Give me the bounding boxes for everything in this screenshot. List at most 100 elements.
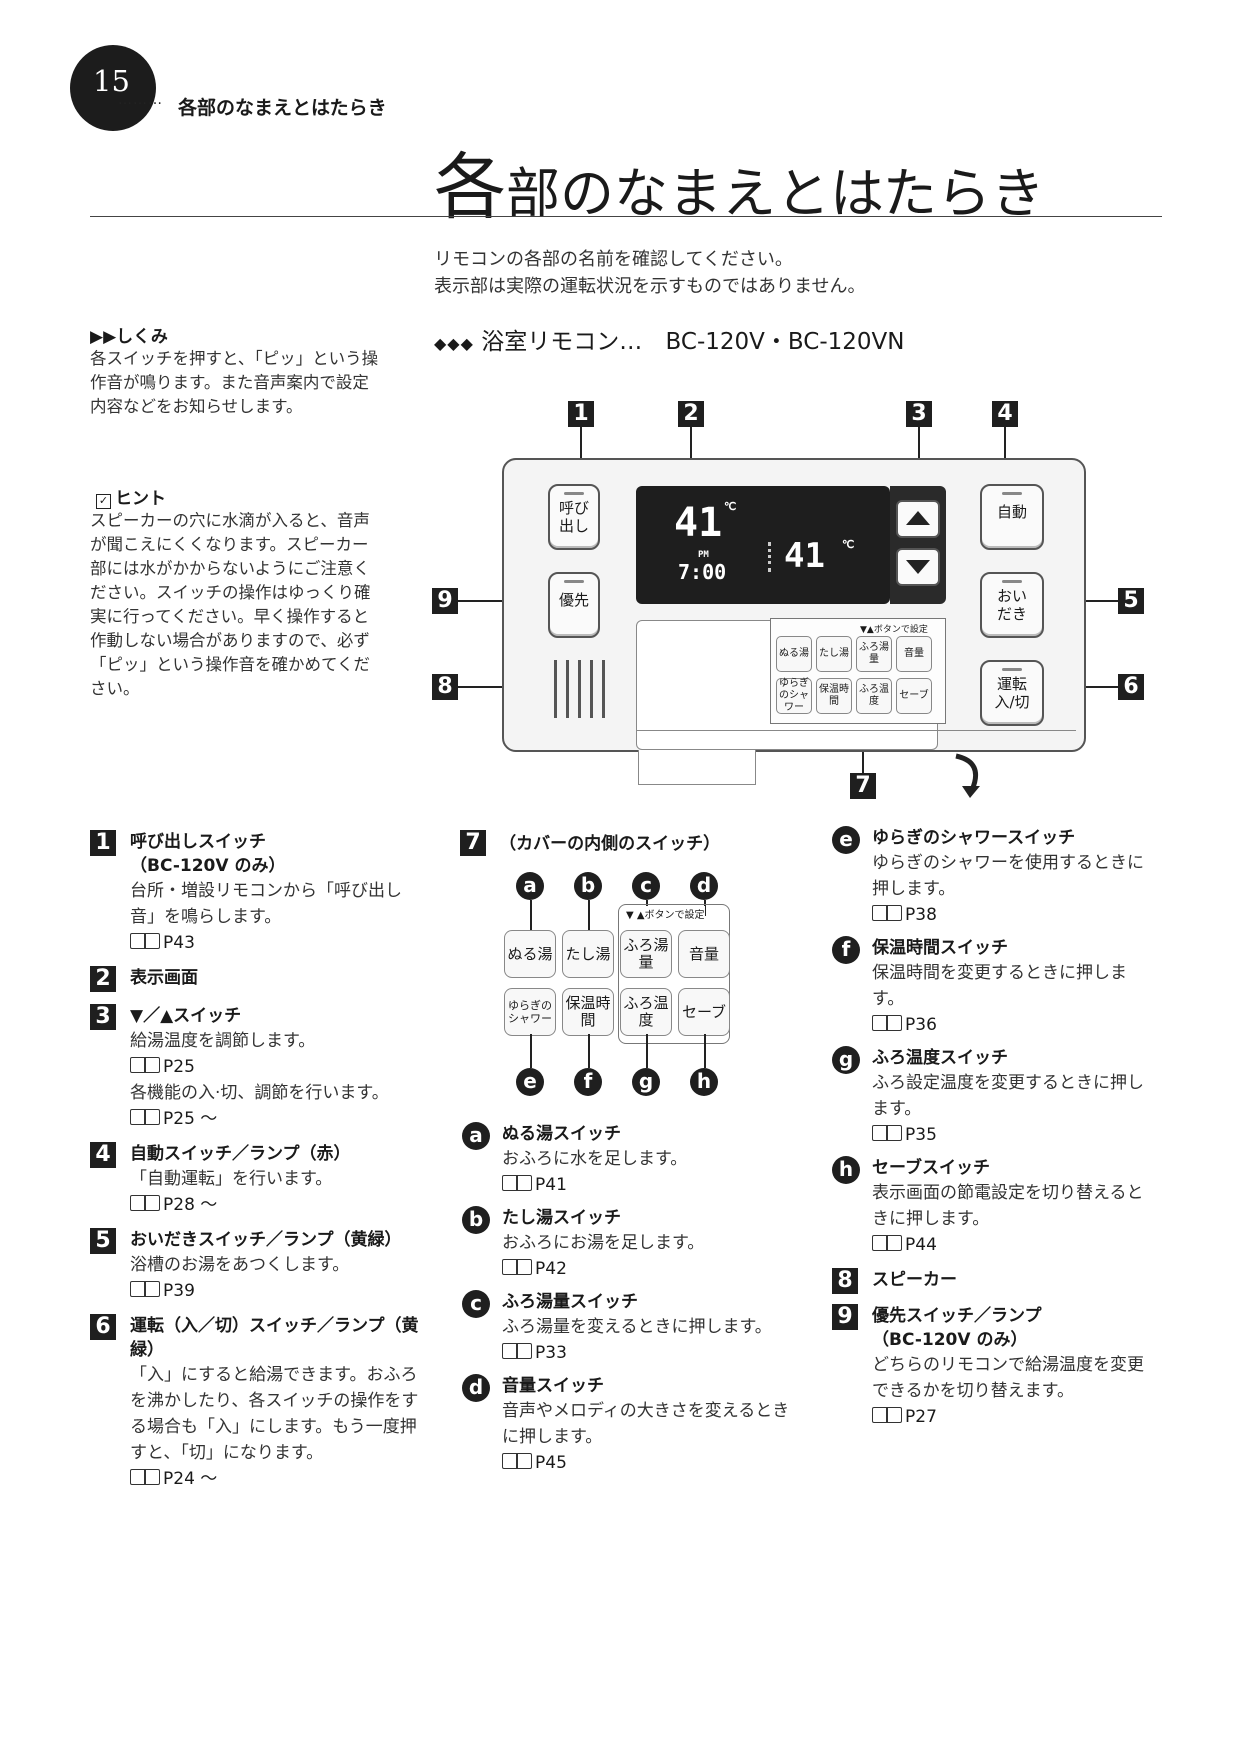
item-9: 9 優先スイッチ／ランプ （BC-120V のみ） どちらのリモコンで給湯温度を… (832, 1304, 1152, 1430)
item-1: 1 呼び出しスイッチ （BC-120V のみ） 台所・増設リモコンから「呼び出し… (90, 830, 420, 956)
lamp (564, 492, 584, 495)
mini-button-add-hot[interactable]: たし湯 (816, 636, 852, 672)
mechanism-body: 各スイッチを押すと、「ピッ」という操作音が鳴ります。また音声案内で設定内容などを… (90, 349, 379, 416)
book-icon (872, 1015, 902, 1031)
auto-button[interactable]: 自動 (980, 484, 1044, 550)
page-title: 各部のなまえとはたらき (434, 128, 1045, 233)
items-mid-column: a ぬる湯スイッチ おふろに水を足します。 P41 b たし湯スイッチ おふろに… (462, 1122, 792, 1476)
item-g: g ふろ温度スイッチ ふろ設定温度を変更するときに押します。 P35 (832, 1046, 1152, 1148)
item-e: e ゆらぎのシャワースイッチ ゆらぎのシャワーを使用するときに押します。 P38 (832, 826, 1152, 928)
display-time: 7:00 (678, 560, 727, 584)
reheat-button[interactable]: おいだき (980, 572, 1044, 638)
lamp (564, 580, 584, 583)
hint-body: スピーカーの穴に水滴が入ると、音声が聞こえにくくなります。スピーカー部には水がか… (90, 511, 371, 698)
label-box: 4 (992, 401, 1018, 427)
item-a: a ぬる湯スイッチ おふろに水を足します。 P41 (462, 1122, 792, 1198)
label-box: 1 (568, 401, 594, 427)
item-b: b たし湯スイッチ おふろにお湯を足します。 P42 (462, 1206, 792, 1282)
book-icon (872, 1125, 902, 1141)
lamp (1002, 492, 1022, 495)
priority-button[interactable]: 優先 (548, 572, 600, 638)
down-button[interactable] (896, 548, 940, 586)
mini-button-lukewarm[interactable]: ぬる湯 (776, 636, 812, 672)
leader-line (1004, 427, 1006, 485)
checkbox-icon: ✓ (96, 494, 111, 509)
item-c: c ふろ湯量スイッチ ふろ湯量を変えるときに押します。 P33 (462, 1290, 792, 1366)
speaker-grill (566, 660, 569, 718)
mini-button-sound-volume[interactable]: 音量 (896, 636, 932, 672)
mini-button-shower[interactable]: ゆらぎのシャワー (776, 678, 812, 714)
section-dots: ……… (118, 92, 163, 108)
call-button[interactable]: 呼び出し (548, 484, 600, 550)
leader-line (704, 1034, 706, 1068)
speaker-grill (590, 660, 593, 718)
up-button[interactable] (896, 500, 940, 538)
speaker-grill (602, 660, 605, 718)
power-button[interactable]: 運転入/切 (980, 660, 1044, 726)
leader-line (530, 900, 532, 932)
display-screen: 41 ℃ PM 7:00 41 ℃ (636, 486, 890, 604)
section-name: 各部のなまえとはたらき (178, 97, 387, 119)
mechanism-marker: ▶▶ (90, 327, 117, 347)
mini-button-bath-temp[interactable]: ふろ温度 (856, 678, 892, 714)
model-numbers: BC-120V・BC-120VN (665, 329, 905, 355)
intro-line: 表示部は実際の運転状況を示すものではありません。 (434, 276, 866, 297)
display-pm: PM (698, 550, 709, 560)
book-icon (130, 1469, 160, 1485)
page-title-rest: 部のなまえとはたらき (506, 162, 1045, 225)
leader-line (704, 900, 706, 916)
book-icon (502, 1259, 532, 1275)
item-5: 5 おいだきスイッチ／ランプ（黄緑） 浴槽のお湯をあつくします。 P39 (90, 1228, 420, 1304)
save-button[interactable]: セーブ (678, 988, 730, 1036)
bath-volume-button[interactable]: ふろ湯量 (620, 930, 672, 978)
page-number-badge (70, 45, 156, 131)
item-3: 3 ▼／▲スイッチ 給湯温度を調節します。 P25 各機能の入·切、調節を行いま… (90, 1004, 420, 1132)
shower-button[interactable]: ゆらぎのシャワー (504, 988, 556, 1036)
book-icon (130, 1109, 160, 1125)
hint-heading: ✓ ヒント (96, 484, 380, 509)
items-left-column: 1 呼び出しスイッチ （BC-120V のみ） 台所・増設リモコンから「呼び出し… (90, 830, 420, 1492)
item-4: 4 自動スイッチ／ランプ（赤） 「自動運転」を行います。 P28 ～ (90, 1142, 420, 1218)
add-hot-button[interactable]: たし湯 (562, 930, 614, 978)
mechanism-title: しくみ (116, 327, 168, 347)
cover-flap (638, 750, 756, 785)
item-2: 2 表示画面 (90, 966, 420, 992)
cover-section-heading: 7 （カバーの内側のスイッチ） (460, 830, 790, 856)
open-arrow-icon (955, 753, 980, 798)
hint-title: ヒント (115, 489, 166, 509)
cover-note: ▼ ▲ボタンで設定 (626, 906, 705, 921)
label-box: 8 (432, 674, 458, 700)
cover-note: ▼▲ボタンで設定 (860, 625, 928, 635)
hint-note: ✓ ヒント スピーカーの穴に水滴が入ると、音声が聞こえにくくなります。スピーカー部… (90, 484, 380, 701)
mechanism-heading: ▶▶しくみ (90, 322, 380, 347)
label-box: 7 (850, 773, 876, 799)
triangle-up-icon (906, 511, 930, 525)
lamp (1002, 580, 1022, 583)
items-right-column: e ゆらぎのシャワースイッチ ゆらぎのシャワーを使用するときに押します。 P38… (832, 826, 1152, 1430)
speaker-grill (554, 660, 557, 718)
mini-button-bath-volume[interactable]: ふろ湯量 (856, 636, 892, 672)
bath-temp-button[interactable]: ふろ温度 (620, 988, 672, 1036)
level-gauge (768, 542, 777, 572)
item-h: h セーブスイッチ 表示画面の節電設定を切り替えるときに押します。 P44 (832, 1156, 1152, 1258)
label-box: 6 (1118, 674, 1144, 700)
book-icon (130, 933, 160, 949)
cover-frame (618, 904, 730, 1044)
sound-volume-button[interactable]: 音量 (678, 930, 730, 978)
item-8: 8 スピーカー (832, 1268, 1152, 1294)
book-icon (872, 905, 902, 921)
display-temp-sub: 41 (784, 536, 825, 576)
item-f: f 保温時間スイッチ 保温時間を変更するときに押します。 P36 (832, 936, 1152, 1038)
intro-line: リモコンの各部の名前を確認してください。 (434, 249, 793, 270)
book-icon (130, 1057, 160, 1073)
book-icon (502, 1343, 532, 1359)
mini-button-save[interactable]: セーブ (896, 678, 932, 714)
model-label: 浴室リモコン… (481, 329, 643, 355)
book-icon (130, 1195, 160, 1211)
label-box: 2 (678, 401, 704, 427)
mini-button-keep-warm[interactable]: 保温時間 (816, 678, 852, 714)
item-d: d 音量スイッチ 音声やメロディの大きさを変えるときに押します。 P45 (462, 1374, 792, 1476)
leader-line (530, 1034, 532, 1068)
keep-warm-button[interactable]: 保温時間 (562, 988, 614, 1036)
lukewarm-button[interactable]: ぬる湯 (504, 930, 556, 978)
